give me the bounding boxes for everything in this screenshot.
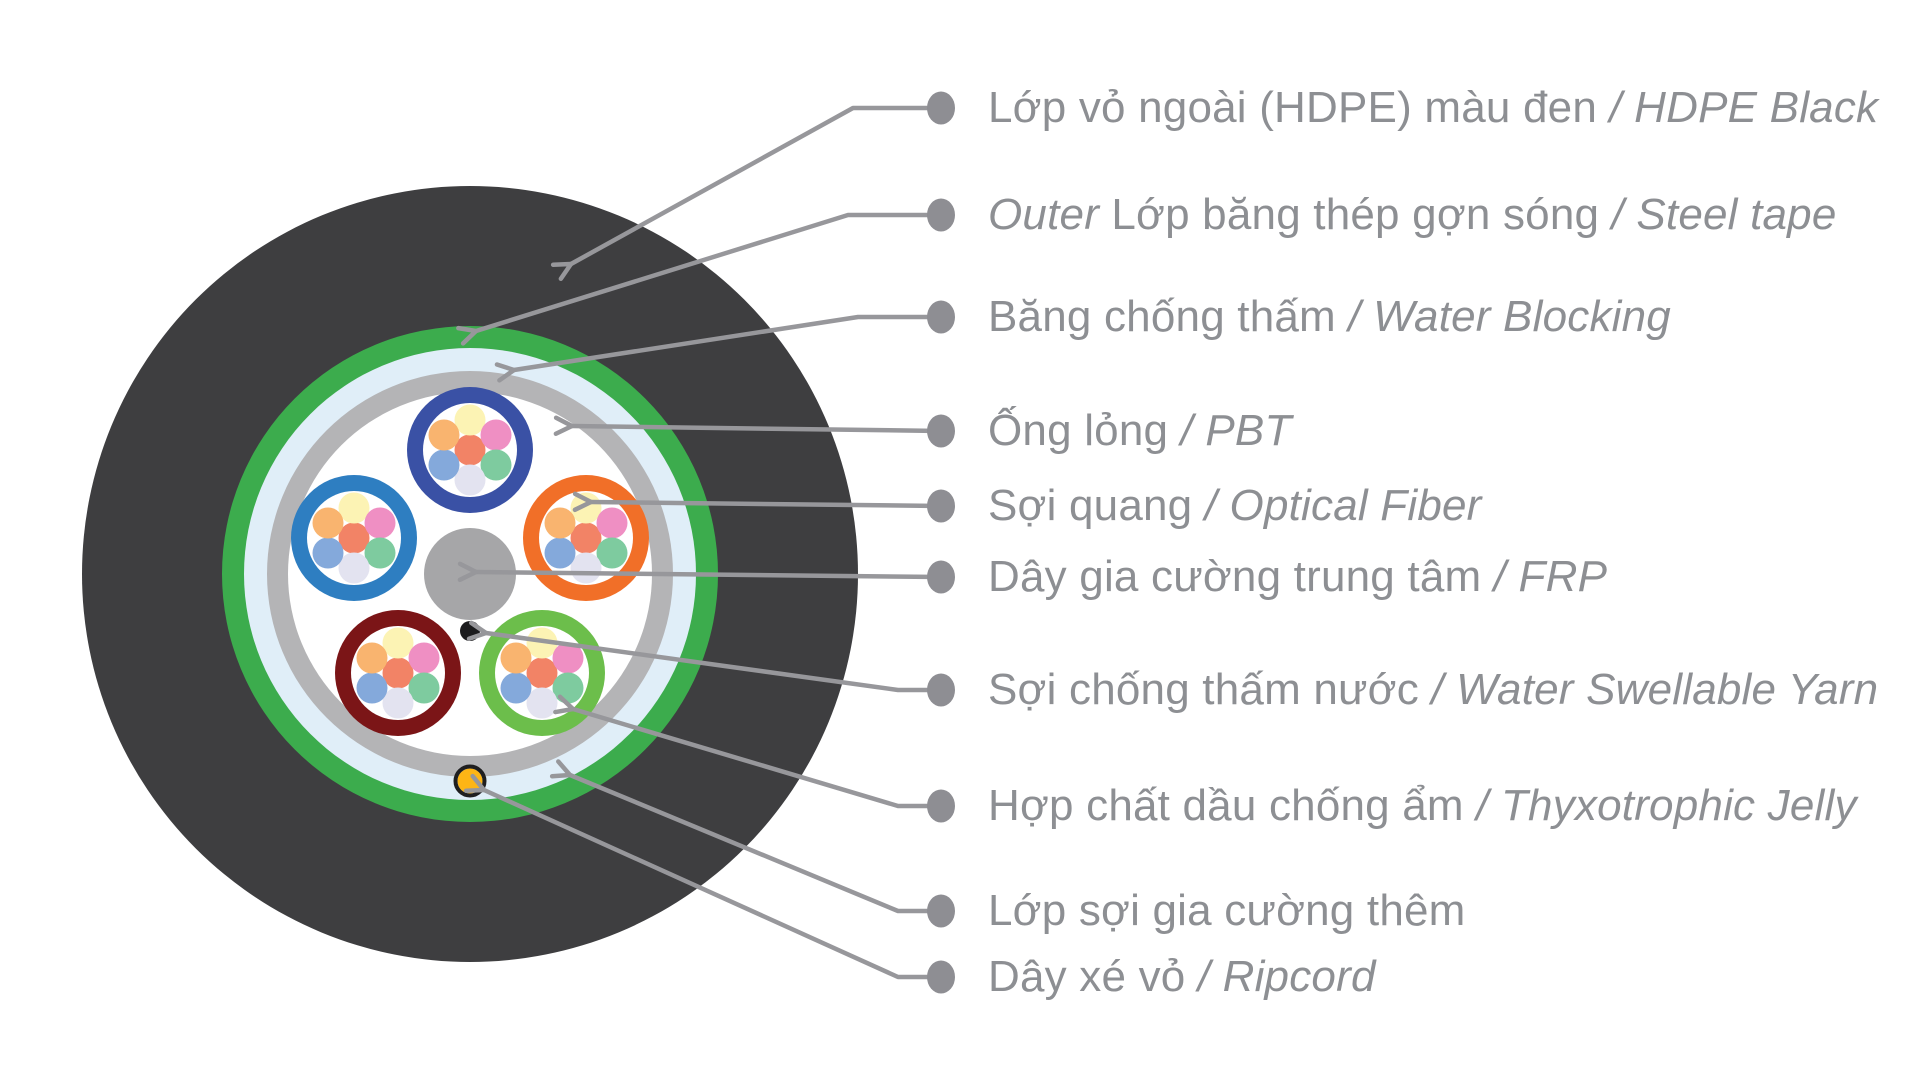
label-vietnamese: Ống lỏng [988, 405, 1169, 455]
label-dots [927, 91, 955, 994]
label-english: / Thyxotrophic Jelly [1476, 780, 1857, 830]
label-english: / Optical Fiber [1204, 480, 1482, 530]
label-dot [927, 489, 955, 523]
label-vietnamese: Băng chống thấm [988, 291, 1336, 341]
leader-lines [456, 105, 944, 980]
buffer-tube-navy [407, 387, 533, 513]
label-vietnamese: Dây gia cường trung tâm [988, 551, 1482, 601]
label-optical-fiber: Sợi quang/ Optical Fiber [988, 480, 1482, 530]
label-water-blocking: Băng chống thấm/ Water Blocking [988, 291, 1671, 341]
label-vietnamese: Hợp chất dầu chống ẩm [988, 780, 1464, 830]
leader-line-fiber [572, 491, 944, 513]
label-prefix: Outer [988, 189, 1100, 239]
leader-line-pbt [553, 415, 944, 437]
label-english: / PBT [1180, 405, 1292, 455]
label-vietnamese: Lớp sợi gia cường thêm [988, 885, 1466, 935]
buffer-tube-orange [523, 475, 649, 601]
leader-line-yarn [466, 620, 944, 693]
label-vietnamese: Sợi chống thấm nước [988, 664, 1419, 714]
leader-line-steel-tape [456, 212, 944, 346]
label-dot [927, 198, 955, 232]
leader-line-hdpe [550, 105, 944, 281]
label-english: / HDPE Black [1609, 82, 1879, 132]
leader-line-jelly [553, 694, 944, 809]
label-thyxotrophic-jelly: Hợp chất dầu chống ẩm/ Thyxotrophic Jell… [988, 780, 1857, 830]
label-dot [927, 300, 955, 334]
label-english: / FRP [1493, 551, 1608, 601]
label-frp: Dây gia cường trung tâm/ FRP [988, 551, 1608, 601]
label-vietnamese: Dây xé vỏ [988, 951, 1186, 1001]
label-water-swellable-yarn: Sợi chống thấm nước/ Water Swellable Yar… [988, 664, 1879, 714]
label-hdpe-jacket: Lớp vỏ ngoài (HDPE) màu đen/ HDPE Black [988, 82, 1879, 132]
label-dot [927, 560, 955, 594]
label-dot [927, 960, 955, 994]
buffer-tube-blue [291, 475, 417, 601]
label-dot [927, 789, 955, 823]
leader-line-ripcord [463, 773, 944, 980]
label-english: / Water Swellable Yarn [1431, 664, 1879, 714]
label-english: / Steel tape [1611, 189, 1837, 239]
label-english: / Ripcord [1197, 951, 1376, 1001]
buffer-tube-maroon [335, 610, 461, 736]
leader-line-water-block [494, 314, 944, 383]
label-pbt-tube: Ống lỏng/ PBT [988, 405, 1292, 455]
label-english: / Water Blocking [1348, 291, 1671, 341]
label-ripcord: Dây xé vỏ/ Ripcord [988, 951, 1376, 1001]
label-extra-strength-yarn: Lớp sợi gia cường thêm [988, 885, 1466, 935]
label-dot [927, 91, 955, 125]
label-dot [927, 894, 955, 928]
label-vietnamese: Sợi quang [988, 480, 1193, 530]
label-dot [927, 414, 955, 448]
leader-line-frp [457, 561, 944, 583]
leader-line-extra-yarn [549, 759, 944, 914]
label-vietnamese: Lớp băng thép gợn sóng [1111, 189, 1600, 239]
label-vietnamese: Lớp vỏ ngoài (HDPE) màu đen [988, 82, 1598, 132]
label-dot [927, 673, 955, 707]
